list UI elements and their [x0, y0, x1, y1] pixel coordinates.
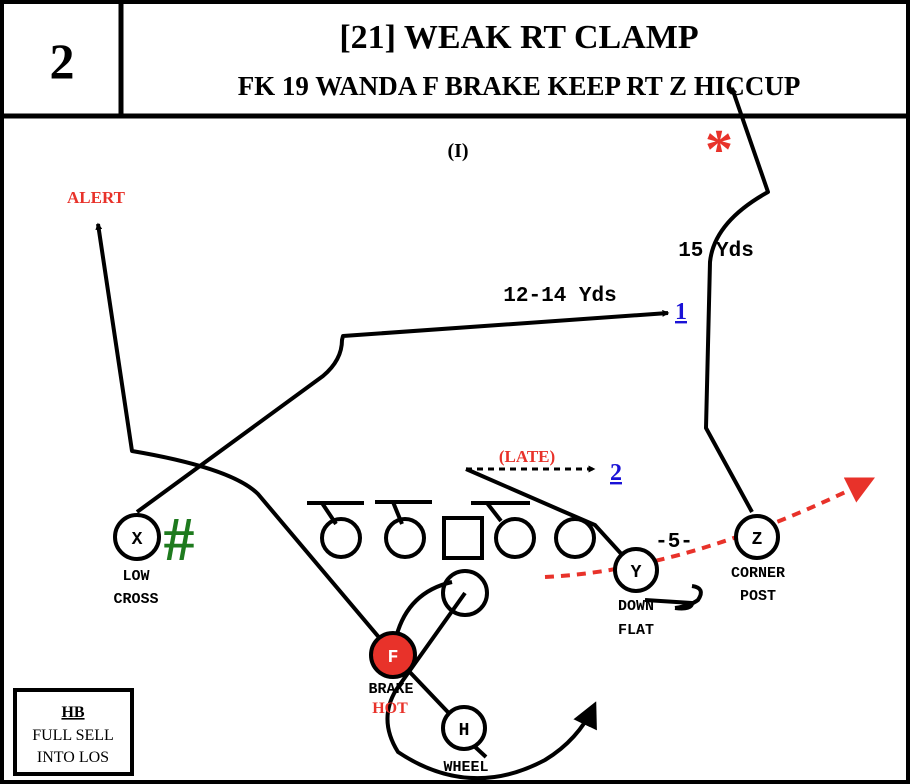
z-route-line	[704, 86, 770, 513]
z-route-label-1: CORNER	[731, 565, 785, 582]
read-1-label: 1	[675, 299, 687, 325]
split-label: -5-	[655, 531, 693, 554]
left-tackle	[320, 517, 362, 559]
left-guard	[384, 517, 426, 559]
h-wheel-route	[385, 591, 597, 781]
x-route-label-1: LOW	[122, 568, 149, 585]
formation-label: (I)	[447, 140, 468, 162]
z-route-label-2: POST	[740, 588, 776, 605]
y-route-label-2: FLAT	[618, 622, 654, 639]
player-x: X	[113, 513, 161, 561]
z-hiccup-route-line	[544, 477, 876, 579]
note-box	[13, 688, 134, 776]
note-line-3: INTO LOS	[37, 749, 109, 766]
player-y: Y	[613, 547, 659, 593]
depth-label-12-14: 12-14 Yds	[503, 285, 616, 308]
note-line-1: HB	[61, 704, 84, 721]
center	[442, 516, 484, 560]
player-z: Z	[734, 514, 780, 560]
block-right-guard-stem	[485, 501, 503, 523]
y-route-label-1: DOWN	[618, 598, 654, 615]
note-line-2: FULL SELL	[32, 727, 114, 744]
player-y-label: Y	[631, 563, 642, 583]
alert-label: ALERT	[67, 188, 126, 207]
x-route-line	[135, 309, 670, 514]
right-tackle	[554, 517, 596, 559]
player-h: H	[441, 705, 487, 751]
play-subtitle: FK 19 WANDA F BRAKE KEEP RT Z HICCUP	[238, 71, 801, 101]
x-route-label-2: CROSS	[113, 591, 158, 608]
play-title: [21] WEAK RT CLAMP	[339, 19, 698, 56]
f-alert-route-line	[95, 222, 395, 656]
depth-label-15: 15 Yds	[678, 240, 754, 263]
player-f: F	[369, 631, 417, 679]
offensive-line	[307, 500, 596, 560]
y-block-line	[465, 467, 627, 560]
f-route-label-1: BRAKE	[368, 681, 413, 698]
player-x-label: X	[132, 530, 143, 550]
h-route-label: WHEEL	[443, 759, 488, 776]
right-guard	[494, 517, 536, 559]
f-route-label-2: HOT	[372, 700, 408, 717]
block-left-tackle-stem	[320, 501, 338, 526]
play-number: 2	[50, 33, 75, 89]
hiccup-asterisk: *	[705, 119, 733, 181]
block-left-guard-stem	[391, 501, 404, 525]
hash-mark: #	[164, 506, 195, 574]
player-z-label: Z	[752, 530, 763, 550]
player-f-label: F	[388, 648, 399, 668]
y-route-hook	[674, 584, 703, 610]
late-label: (LATE)	[499, 447, 555, 466]
read-2-label: 2	[610, 460, 622, 486]
player-h-label: H	[459, 721, 470, 741]
